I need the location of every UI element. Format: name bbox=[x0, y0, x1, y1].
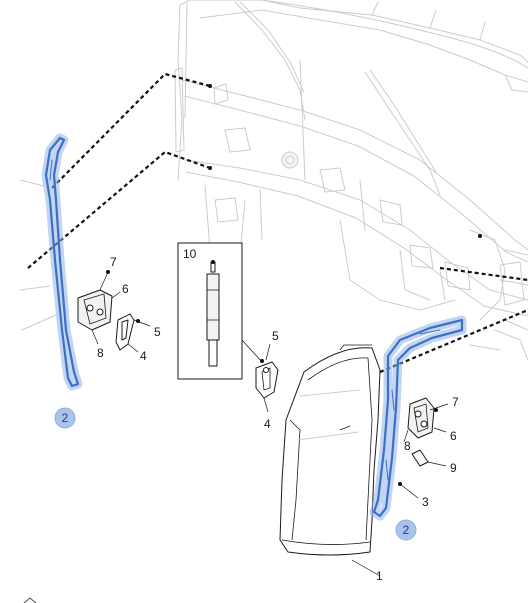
label-item-6-right: 6 bbox=[450, 429, 457, 443]
label-item-1: 1 bbox=[376, 569, 383, 583]
inset-pointer bbox=[241, 339, 263, 363]
leader-8-left bbox=[91, 329, 99, 345]
ref-dot bbox=[208, 84, 212, 88]
inset-detail-box bbox=[177, 242, 243, 380]
label-item-6-left: 6 bbox=[122, 282, 129, 296]
leader-3 bbox=[399, 483, 419, 499]
label-item-5-mid: 5 bbox=[272, 329, 279, 343]
cab-frame-background bbox=[174, 0, 528, 361]
leader-dot bbox=[260, 359, 264, 363]
label-item-7-left: 7 bbox=[110, 255, 117, 269]
left-bracket-assembly bbox=[77, 289, 135, 351]
leader-8-right bbox=[403, 429, 409, 443]
label-item-8-right: 8 bbox=[404, 439, 411, 453]
leader-1 bbox=[351, 559, 381, 577]
leader-7-left bbox=[99, 271, 109, 291]
callout-item-2-left[interactable]: 2 bbox=[54, 407, 76, 429]
label-item-5-left: 5 bbox=[154, 325, 161, 339]
leader-9 bbox=[427, 461, 447, 467]
right-bracket-assembly bbox=[407, 397, 435, 467]
label-item-10: 10 bbox=[183, 247, 197, 261]
leader-dot bbox=[106, 270, 110, 274]
ref-dot bbox=[208, 166, 212, 170]
leader-6-right bbox=[433, 427, 447, 433]
leader-5-mid bbox=[265, 343, 271, 361]
ghost-lines-left bbox=[19, 179, 59, 331]
label-item-8-left: 8 bbox=[97, 346, 104, 360]
ref-dot bbox=[478, 234, 482, 238]
leader-7-right bbox=[429, 403, 449, 411]
left-trim-strip-highlighted bbox=[41, 133, 83, 391]
leader-dot bbox=[398, 482, 402, 486]
right-trim-strip-highlighted bbox=[369, 315, 467, 521]
leader-4-mid bbox=[263, 397, 269, 413]
svg-text:2: 2 bbox=[62, 411, 69, 425]
corner-mark bbox=[23, 597, 37, 603]
middle-bracket bbox=[255, 361, 279, 399]
label-item-7-right: 7 bbox=[452, 395, 459, 409]
label-item-4-left: 4 bbox=[140, 349, 147, 363]
label-item-4-mid: 4 bbox=[264, 417, 271, 431]
svg-text:2: 2 bbox=[403, 523, 410, 537]
large-door-panel bbox=[279, 344, 381, 556]
leader-4-left bbox=[127, 343, 139, 353]
label-item-9: 9 bbox=[450, 461, 457, 475]
label-item-3: 3 bbox=[422, 495, 429, 509]
panel-detail-line bbox=[339, 425, 351, 431]
leader-6-left bbox=[111, 291, 121, 299]
leader-dot bbox=[136, 319, 140, 323]
leader-dot bbox=[434, 408, 438, 412]
dashed-reference-lines bbox=[27, 72, 528, 374]
callout-item-2-right[interactable]: 2 bbox=[395, 519, 417, 541]
